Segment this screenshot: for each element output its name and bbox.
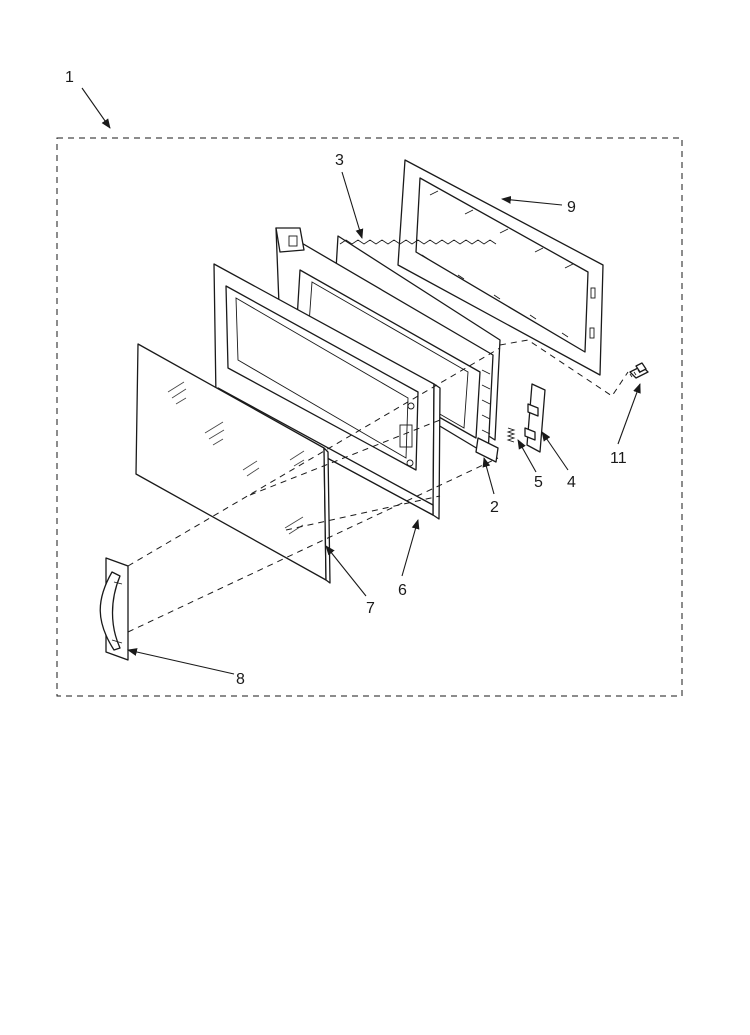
leader-lines bbox=[81, 87, 641, 675]
callout-11: 11 bbox=[610, 450, 627, 467]
part-8-door-handle bbox=[99, 557, 129, 661]
callout-4: 4 bbox=[567, 474, 576, 491]
callout-3: 3 bbox=[335, 152, 344, 169]
callout-7: 7 bbox=[366, 600, 375, 617]
part-11-screw bbox=[629, 362, 649, 379]
part-9-choke-frame bbox=[397, 159, 604, 376]
callout-8: 8 bbox=[236, 671, 245, 688]
callout-5: 5 bbox=[534, 474, 543, 491]
callout-9: 9 bbox=[567, 199, 576, 216]
callout-6: 6 bbox=[398, 582, 407, 599]
assembly-boundary bbox=[56, 137, 683, 697]
alignment-lines bbox=[127, 339, 629, 633]
callout-1: 1 bbox=[65, 69, 74, 86]
part-5-spring bbox=[506, 427, 516, 443]
part-4-latch bbox=[524, 383, 546, 453]
callout-2: 2 bbox=[490, 499, 499, 516]
